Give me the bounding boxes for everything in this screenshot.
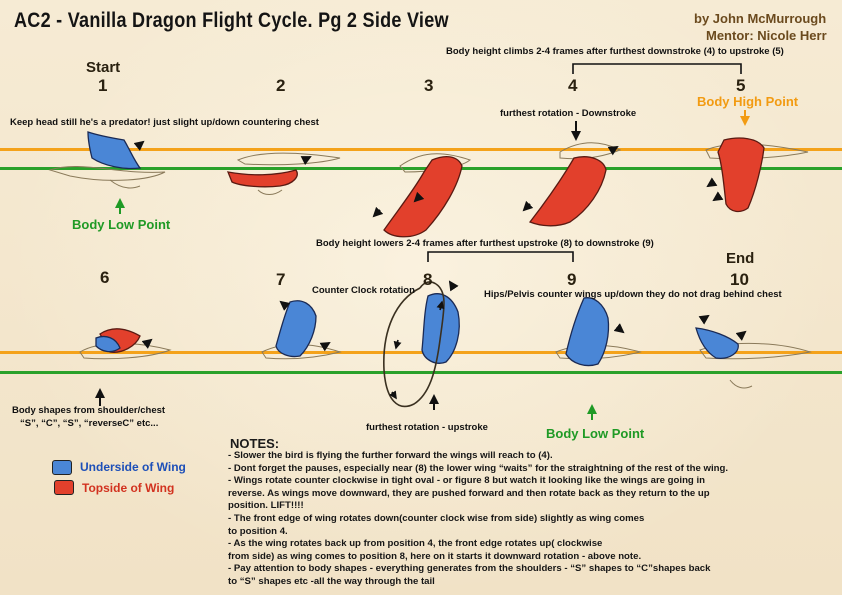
- frame-number-10: 10: [730, 270, 749, 289]
- bracket-frames-4-5: [572, 63, 742, 74]
- underside-swatch: [52, 460, 72, 475]
- bracket-note-top: Body height climbs 2-4 frames after furt…: [446, 46, 784, 57]
- frame-number-3: 3: [424, 76, 434, 95]
- start-label: Start: [86, 59, 121, 76]
- bracket-note-row2: Body height lowers 2-4 frames after furt…: [316, 238, 654, 249]
- notes-title: NOTES:: [230, 436, 280, 451]
- frame-1-drawing: [48, 131, 166, 189]
- note-line: from side) as wing comes to position 8, …: [228, 550, 642, 562]
- frame-7-drawing: [261, 300, 342, 360]
- note-line: position. LIFT!!!!: [228, 500, 304, 512]
- high-point-line-row1: [0, 148, 842, 151]
- frame-3-drawing: [372, 153, 472, 238]
- body-shapes-note-1: Body shapes from shoulder/chest: [12, 405, 166, 416]
- topside-label: Topside of Wing: [82, 481, 175, 495]
- frame-number-4: 4: [568, 76, 578, 95]
- note-line: to position 4.: [228, 525, 288, 537]
- counter-clock-label: Counter Clock rotation: [312, 285, 415, 296]
- high-point-line-row2: [0, 351, 842, 354]
- frame-6-drawing: [79, 328, 172, 406]
- frame-number-1: 1: [98, 76, 108, 95]
- hips-note: Hips/Pelvis counter wings up/down they d…: [484, 289, 782, 300]
- frame-5-drawing: [705, 110, 809, 213]
- underside-label: Underside of Wing: [80, 460, 186, 474]
- head-note: Keep head still he's a predator! just sl…: [10, 117, 319, 128]
- upstroke-note: furthest rotation - upstroke: [366, 422, 488, 433]
- frame-number-8: 8: [423, 270, 433, 289]
- frame-2-drawing: [226, 152, 341, 195]
- mentor-credit: Mentor: Nicole Herr: [706, 28, 827, 43]
- note-line: - Pay attention to body shapes - everyth…: [228, 563, 711, 575]
- note-line: - As the wing rotates back up from posit…: [228, 538, 603, 550]
- body-shapes-note-2: “S”, “C”, “S”, “reverseC” etc...: [20, 418, 159, 429]
- notes-block: - Slower the bird is flying the further …: [228, 450, 728, 589]
- note-line: - Wings rotate counter clockwise in tigh…: [228, 475, 705, 487]
- note-line: - Dont forget the pauses, especially nea…: [228, 462, 728, 474]
- note-line: - Slower the bird is flying the further …: [228, 450, 553, 461]
- note-line: - The front edge of wing rotates down(co…: [228, 512, 645, 524]
- frame-number-7: 7: [276, 270, 286, 289]
- note-line: to “S” shapes etc -all the way through t…: [228, 575, 435, 587]
- note-line: reverse. As wings move downward, they ar…: [228, 487, 710, 499]
- frame-8-drawing: [383, 280, 460, 410]
- frame-9-drawing: [555, 297, 642, 420]
- low-point-line-row1: [0, 167, 842, 170]
- downstroke-note: furthest rotation - Downstroke: [500, 108, 637, 119]
- low-point-line-row2: [0, 371, 842, 374]
- page-title: AC2 - Vanilla Dragon Flight Cycle. Pg 2 …: [14, 9, 449, 32]
- frame-number-2: 2: [276, 76, 286, 95]
- frame-number-5: 5: [736, 76, 746, 95]
- frame-number-9: 9: [567, 270, 577, 289]
- body-high-point-label: Body High Point: [697, 94, 799, 109]
- frame-10-drawing: [695, 314, 812, 389]
- end-label: End: [726, 250, 755, 267]
- frame-number-6: 6: [100, 268, 110, 287]
- topside-swatch: [54, 480, 74, 495]
- author-credit: by John McMurrough: [694, 11, 827, 26]
- body-low-point-label-row1: Body Low Point: [72, 217, 171, 232]
- bracket-frames-8-9: [427, 251, 574, 262]
- frame-4-drawing: [522, 121, 622, 227]
- body-low-point-label-row2: Body Low Point: [546, 426, 645, 441]
